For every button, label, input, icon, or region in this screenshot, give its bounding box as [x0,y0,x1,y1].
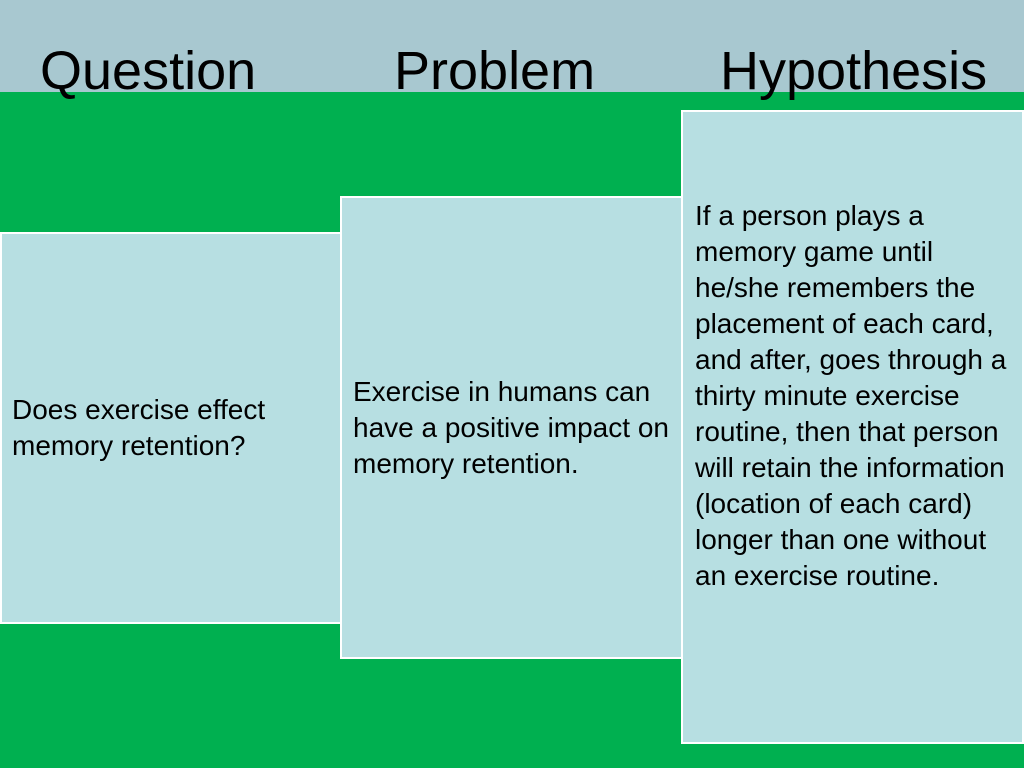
hypothesis-box: If a person plays a memory game until he… [681,110,1024,744]
hypothesis-text: If a person plays a memory game until he… [695,200,1007,591]
problem-box: Exercise in humans can have a positive i… [340,196,683,659]
heading-problem: Problem [394,41,596,101]
problem-text: Exercise in humans can have a positive i… [353,375,669,479]
question-text: Does exercise effect memory retention? [12,394,266,461]
heading-hypothesis: Hypothesis [720,41,988,101]
question-box: Does exercise effect memory retention? [0,232,342,624]
heading-question: Question [40,41,257,101]
